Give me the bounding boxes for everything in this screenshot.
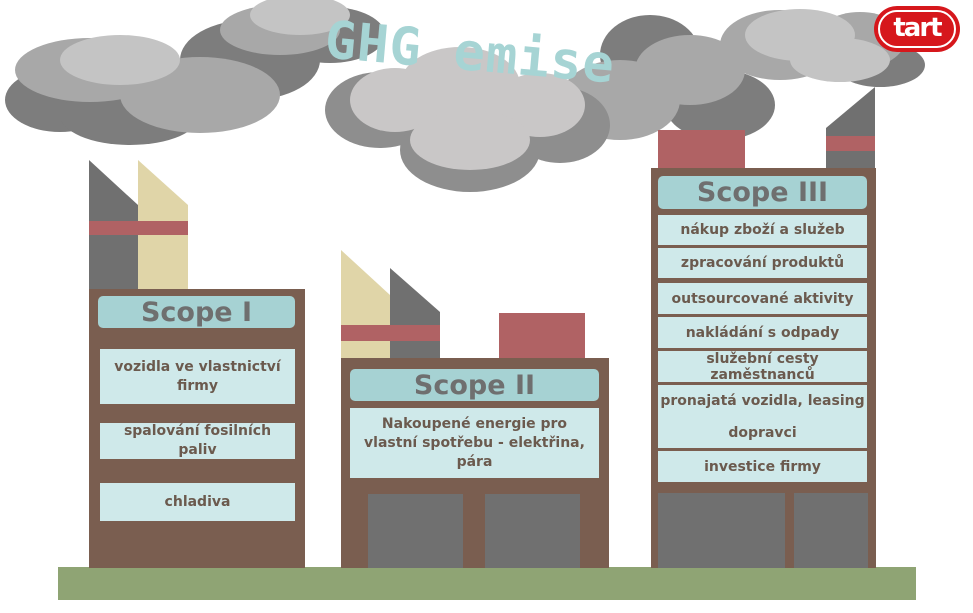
scope-i-title: Scope I — [98, 296, 295, 328]
ground — [58, 567, 916, 600]
scope-iii-item: dopravci — [658, 417, 867, 448]
scope-i-item: spalování fosilních paliv — [100, 423, 295, 459]
scope-i-item: chladiva — [100, 483, 295, 521]
scope-i-item: vozidla ve vlastnictví firmy — [100, 349, 295, 404]
tart-logo: tart — [874, 6, 960, 52]
door — [794, 493, 868, 568]
door — [368, 494, 463, 568]
scope-iii-item: pronajatá vozidla, leasing — [658, 385, 867, 417]
scope-iii-item: nákup zboží a služeb — [658, 215, 867, 245]
scope-iii-item: outsourcované aktivity — [658, 283, 867, 314]
scope-iii-title: Scope III — [658, 176, 867, 209]
logo-text: tart — [878, 10, 956, 48]
scope-iii-item: služební cesty zaměstnanců — [658, 351, 867, 383]
scope-iii-item: investice firmy — [658, 451, 867, 482]
chimneys-scope-iii — [658, 87, 875, 170]
door — [658, 493, 785, 568]
scope-iii-item: zpracování produktů — [658, 248, 867, 278]
door — [485, 494, 580, 568]
chimneys-scope-i — [89, 160, 188, 290]
chimneys-scope-ii — [341, 250, 585, 360]
scope-ii-item: Nakoupené energie pro vlastní spotřebu -… — [350, 408, 599, 478]
scope-ii-title: Scope II — [350, 369, 599, 401]
smoke-clouds — [5, 0, 925, 192]
scope-iii-item: nakládání s odpady — [658, 317, 867, 348]
